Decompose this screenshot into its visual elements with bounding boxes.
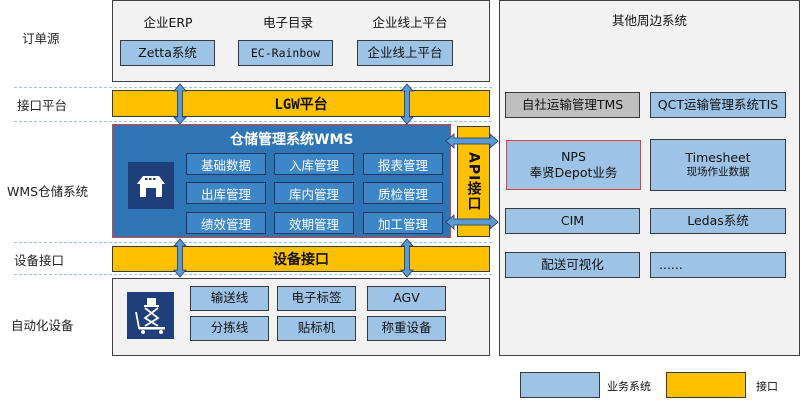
device-sorter[interactable]: 分拣线 [190, 316, 269, 341]
wms-module[interactable]: 报表管理 [363, 153, 443, 175]
separator-line [14, 242, 492, 243]
separator-line [14, 274, 492, 275]
lgw-platform-bar[interactable]: LGW平台 [112, 90, 490, 117]
device-interface-label: 设备接口 [273, 252, 329, 268]
device-agv[interactable]: AGV [367, 286, 446, 311]
system-ledas[interactable]: Ledas系统 [650, 208, 786, 234]
wms-module[interactable]: 入库管理 [274, 153, 354, 175]
separator-line [14, 87, 492, 88]
row-label-interface-platform: 接口平台 [17, 98, 68, 113]
double-arrow-horizontal [445, 214, 499, 230]
wms-title: 仓储管理系统WMS [230, 132, 354, 148]
row-label-device-interface: 设备接口 [14, 253, 65, 268]
wms-module[interactable]: 库内管理 [274, 182, 354, 204]
api-interface-bar[interactable]: API接口 [457, 126, 490, 237]
warehouse-icon [128, 162, 174, 209]
system-tis[interactable]: QCT运输管理系统TIS [650, 92, 786, 118]
wms-module[interactable]: 绩效管理 [186, 212, 266, 234]
order-source-header-catalog: 电子目录 [262, 15, 313, 30]
system-timesheet-name: Timesheet [685, 150, 751, 166]
api-interface-label: API接口 [465, 151, 482, 212]
lgw-platform-label: LGW平台 [274, 96, 328, 113]
system-nps-desc: 奉贤Depot业务 [529, 165, 618, 180]
double-arrow-horizontal [445, 133, 499, 149]
system-tms[interactable]: 自社运输管理TMS [505, 92, 640, 118]
device-labeler[interactable]: 贴标机 [277, 316, 356, 341]
device-conveyor[interactable]: 输送线 [190, 286, 269, 311]
system-timesheet-desc: 现场作业数据 [686, 166, 750, 179]
row-label-order-source: 订单源 [22, 31, 60, 46]
system-nps-name: NPS [561, 148, 586, 164]
system-zetta[interactable]: Zetta系统 [120, 40, 215, 66]
double-arrow-vertical [173, 238, 187, 278]
double-arrow-vertical [173, 83, 187, 125]
wms-module[interactable]: 加工管理 [363, 212, 443, 234]
system-ec-rainbow[interactable]: EC-Rainbow [238, 40, 333, 66]
system-delivery-visualization[interactable]: 配送可视化 [505, 252, 640, 278]
system-nps[interactable]: NPS 奉贤Depot业务 [506, 140, 641, 190]
wms-module[interactable]: 基础数据 [186, 153, 266, 175]
row-label-wms: WMS仓储系统 [7, 184, 89, 199]
order-source-header-online: 企业线上平台 [372, 15, 448, 30]
device-interface-bar[interactable]: 设备接口 [112, 246, 490, 272]
legend-swatch-interface [666, 372, 746, 398]
double-arrow-vertical [400, 238, 414, 278]
scissor-lift-cart-icon [127, 292, 174, 339]
device-e-label[interactable]: 电子标签 [277, 286, 356, 311]
legend-label-interface: 接口 [756, 380, 778, 393]
legend-label-business-system: 业务系统 [607, 380, 651, 393]
system-timesheet[interactable]: Timesheet 现场作业数据 [650, 139, 786, 191]
wms-module[interactable]: 出库管理 [186, 182, 266, 204]
double-arrow-vertical [400, 83, 414, 125]
wms-module[interactable]: 效期管理 [274, 212, 354, 234]
wms-module[interactable]: 质检管理 [363, 182, 443, 204]
legend-swatch-business-system [520, 372, 600, 398]
system-online-platform[interactable]: 企业线上平台 [357, 40, 453, 66]
device-weigher[interactable]: 称重设备 [367, 316, 446, 341]
system-cim[interactable]: CIM [505, 208, 640, 234]
order-source-header-erp: 企业ERP [143, 15, 193, 30]
separator-line [14, 121, 492, 122]
row-label-automation: 自动化设备 [11, 318, 74, 333]
system-more[interactable]: ...... [650, 252, 786, 278]
peripheral-systems-title: 其他周边系统 [611, 13, 687, 28]
